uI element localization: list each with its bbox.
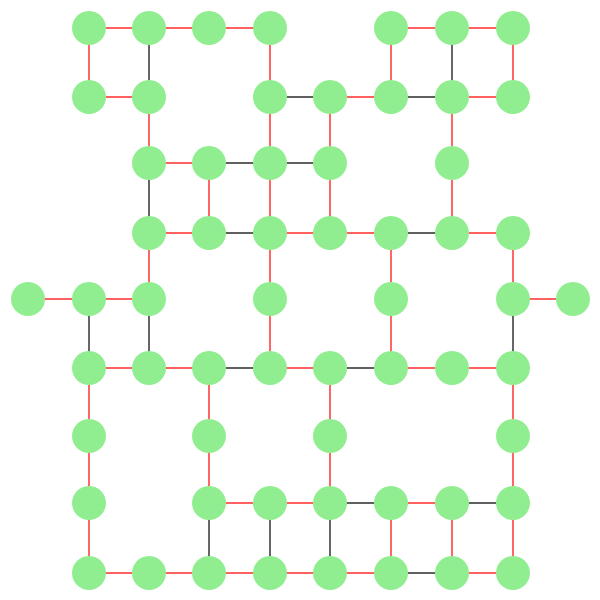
node-r0c3 [192, 11, 226, 45]
node-r8c8 [496, 556, 530, 590]
node-r7c1 [72, 486, 106, 520]
node-r2c3 [192, 146, 226, 180]
node-r6c3 [192, 419, 226, 453]
node-r4c4 [253, 282, 287, 316]
node-r6c1 [72, 419, 106, 453]
node-r0c7 [435, 11, 469, 45]
node-r1c5 [313, 80, 347, 114]
node-r3c6 [374, 216, 408, 250]
node-r0c4 [253, 11, 287, 45]
node-r8c4 [253, 556, 287, 590]
node-r6c8 [496, 419, 530, 453]
node-r3c4 [253, 216, 287, 250]
node-r5c5 [313, 351, 347, 385]
nodes-layer [11, 11, 590, 590]
node-r5c7 [435, 351, 469, 385]
node-r2c4 [253, 146, 287, 180]
node-r8c6 [374, 556, 408, 590]
node-r1c4 [253, 80, 287, 114]
node-r1c6 [374, 80, 408, 114]
node-r3c8 [496, 216, 530, 250]
node-r4c6 [374, 282, 408, 316]
node-r6c5 [313, 419, 347, 453]
node-r4c8 [496, 282, 530, 316]
node-r1c7 [435, 80, 469, 114]
node-r7c3 [192, 486, 226, 520]
node-r7c8 [496, 486, 530, 520]
node-r8c1 [72, 556, 106, 590]
node-r8c5 [313, 556, 347, 590]
node-r3c7 [435, 216, 469, 250]
node-r7c7 [435, 486, 469, 520]
node-r4c2 [132, 282, 166, 316]
node-r3c3 [192, 216, 226, 250]
node-r5c3 [192, 351, 226, 385]
node-r2c5 [313, 146, 347, 180]
node-r1c2 [132, 80, 166, 114]
node-r2c7 [435, 146, 469, 180]
node-r7c6 [374, 486, 408, 520]
node-r2c2 [132, 146, 166, 180]
node-r5c2 [132, 351, 166, 385]
node-r4c1 [72, 282, 106, 316]
node-r5c1 [72, 351, 106, 385]
node-r3c5 [313, 216, 347, 250]
node-r1c1 [72, 80, 106, 114]
node-r8c2 [132, 556, 166, 590]
node-r5c4 [253, 351, 287, 385]
node-r4c9 [556, 282, 590, 316]
node-r0c1 [72, 11, 106, 45]
node-r3c2 [132, 216, 166, 250]
node-r0c6 [374, 11, 408, 45]
node-r7c4 [253, 486, 287, 520]
node-r4c0 [11, 282, 45, 316]
node-r1c8 [496, 80, 530, 114]
node-r7c5 [313, 486, 347, 520]
node-r8c3 [192, 556, 226, 590]
node-r8c7 [435, 556, 469, 590]
node-r0c8 [496, 11, 530, 45]
node-r0c2 [132, 11, 166, 45]
node-r5c8 [496, 351, 530, 385]
node-r5c6 [374, 351, 408, 385]
